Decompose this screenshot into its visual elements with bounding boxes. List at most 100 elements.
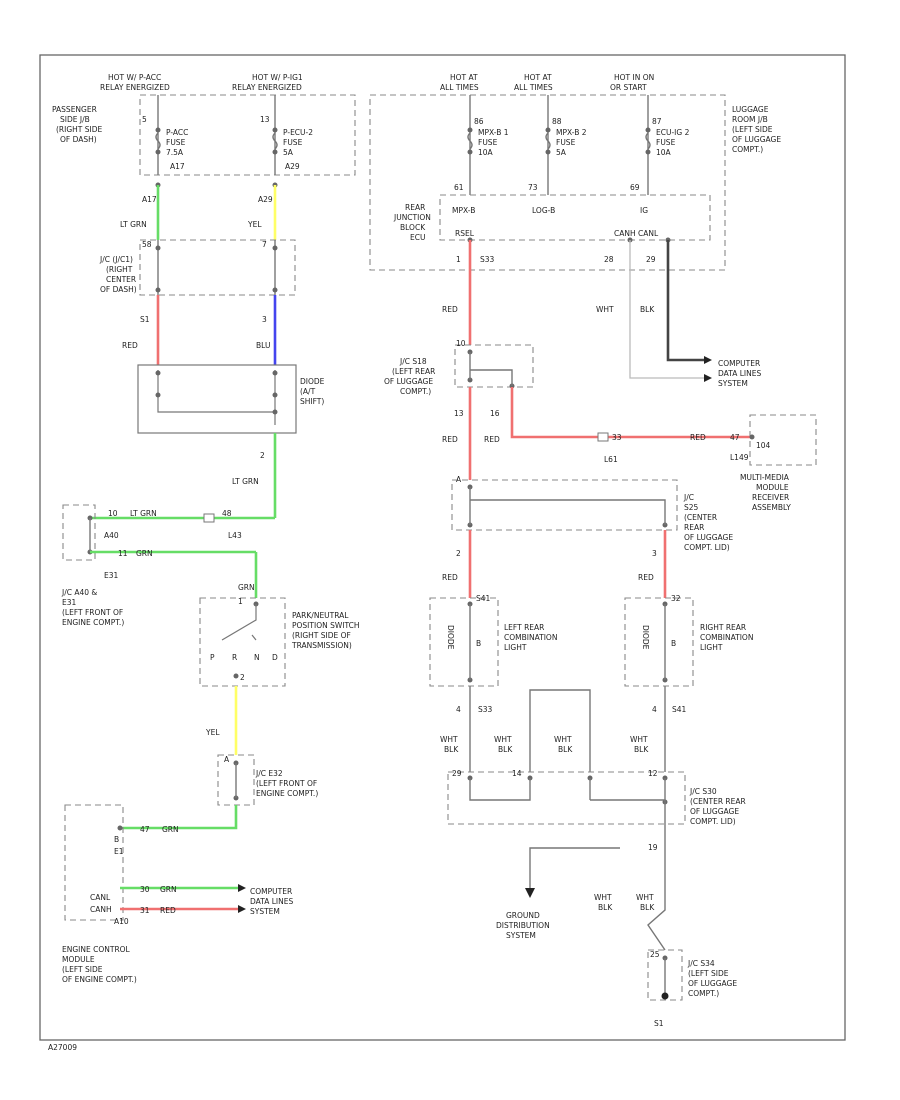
svg-text:OF DASH): OF DASH) xyxy=(60,135,97,144)
ecm-canl: CANL xyxy=(90,893,111,902)
s30-pin-14: 14 xyxy=(512,769,522,778)
svg-text:(LEFT SIDE: (LEFT SIDE xyxy=(62,965,103,974)
svg-text:MULTI-MEDIA: MULTI-MEDIA xyxy=(740,473,790,482)
mpxb2-pin: 88 xyxy=(552,117,562,126)
svg-text:RELAY ENERGIZED: RELAY ENERGIZED xyxy=(232,83,302,92)
svg-text:HOT AT: HOT AT xyxy=(450,73,478,82)
left-gnd-pin-4: 4 xyxy=(456,705,461,714)
ecm-pin-47: 47 xyxy=(140,825,150,834)
power-label-p-ig1: HOT W/ P-IG1 RELAY ENERGIZED xyxy=(232,73,303,92)
svg-text:CENTER: CENTER xyxy=(106,275,136,284)
svg-text:P-ACC: P-ACC xyxy=(166,128,188,137)
svg-text:DIODE: DIODE xyxy=(300,377,325,386)
svg-text:J/C A40 &: J/C A40 & xyxy=(61,588,97,597)
svg-text:LIGHT: LIGHT xyxy=(700,643,723,652)
conn-l149: L149 xyxy=(730,453,749,462)
svg-text:10A: 10A xyxy=(478,148,494,157)
conn-label-right: 3 xyxy=(262,315,267,324)
passenger-jb-box xyxy=(139,94,356,176)
svg-text:J/C S34: J/C S34 xyxy=(687,959,715,968)
conn-a29: A29 xyxy=(258,195,273,204)
rjb-pin-73: 73 xyxy=(528,183,538,192)
rjb-pin-69: 69 xyxy=(630,183,640,192)
svg-text:ALL TIMES: ALL TIMES xyxy=(514,83,553,92)
wire-grn-ecm xyxy=(120,805,238,830)
computer-data-lines-top: COMPUTER DATA LINES SYSTEM xyxy=(718,359,761,388)
conn-a10: A10 xyxy=(114,917,129,926)
jc-e32-label: J/C E32 (LEFT FRONT OF ENGINE COMPT.) xyxy=(255,769,318,798)
svg-text:MPX-B 1: MPX-B 1 xyxy=(478,128,509,137)
label-blk-5: BLK xyxy=(634,745,649,754)
svg-text:MODULE: MODULE xyxy=(62,955,95,964)
svg-text:GROUND: GROUND xyxy=(506,911,540,920)
svg-text:OF LUGGAGE: OF LUGGAGE xyxy=(690,807,739,816)
rear-jb-box xyxy=(439,194,711,241)
label-blk-3: BLK xyxy=(498,745,513,754)
rear-jb-label: REAR JUNCTION BLOCK ECU xyxy=(393,203,431,242)
label-wht-5: WHT xyxy=(594,893,612,902)
right-gnd-pin-4: 4 xyxy=(652,705,657,714)
svg-text:MODULE: MODULE xyxy=(756,483,789,492)
label-blk-6: BLK xyxy=(598,903,613,912)
svg-text:POSITION SWITCH: POSITION SWITCH xyxy=(292,621,360,630)
s25-pin-a: A xyxy=(456,475,462,484)
rjb-out-pin-28: 28 xyxy=(604,255,614,264)
jc-s18-label: J/C S18 (LEFT REAR OF LUGGAGE COMPT.) xyxy=(384,357,435,396)
svg-text:BLOCK: BLOCK xyxy=(400,223,426,232)
svg-text:SYSTEM: SYSTEM xyxy=(250,907,280,916)
svg-text:(LEFT FRONT OF: (LEFT FRONT OF xyxy=(62,608,123,617)
pn-pin-2: 2 xyxy=(240,673,245,682)
label-wht-1: WHT xyxy=(440,735,458,744)
svg-text:OF ENGINE COMPT.): OF ENGINE COMPT.) xyxy=(62,975,137,984)
wire-blk-can xyxy=(666,240,706,362)
label-blu: BLU xyxy=(256,341,270,350)
svg-text:SYSTEM: SYSTEM xyxy=(506,931,536,940)
label-grn-2: GRN xyxy=(238,583,255,592)
svg-text:(RIGHT: (RIGHT xyxy=(106,265,133,274)
jc-s25-box xyxy=(451,479,678,531)
svg-text:HOT AT: HOT AT xyxy=(524,73,552,82)
s25-out-2: 2 xyxy=(456,549,461,558)
right-rear-light-box xyxy=(624,597,694,687)
svg-text:COMPT. LID): COMPT. LID) xyxy=(690,817,736,826)
svg-text:COMPT. LID): COMPT. LID) xyxy=(684,543,730,552)
label-lt-grn-3: LT GRN xyxy=(130,509,157,518)
s30-pin-29: 29 xyxy=(452,769,462,778)
svg-text:J/C (J/C1): J/C (J/C1) xyxy=(99,255,133,264)
luggage-jb-box xyxy=(369,94,726,271)
label-grn-1: GRN xyxy=(136,549,153,558)
svg-text:REAR: REAR xyxy=(684,523,704,532)
svg-text:J/C S30: J/C S30 xyxy=(689,787,717,796)
left-rear-light-box xyxy=(429,597,499,687)
svg-text:SIDE J/B: SIDE J/B xyxy=(60,115,90,124)
label-lt-grn-2: LT GRN xyxy=(232,477,259,486)
passenger-jb-label: PASSENGER SIDE J/B (RIGHT SIDE OF DASH) xyxy=(52,105,103,144)
multimedia-pin: 104 xyxy=(756,441,771,450)
diode-box xyxy=(137,364,297,434)
left-light-pin-b: B xyxy=(476,639,481,648)
power-label-on-start: HOT IN ON OR START xyxy=(610,73,654,92)
fuse-p-ecu-2: P-ECU-2 FUSE 5A xyxy=(283,128,313,157)
rjb-out-pin-29: 29 xyxy=(646,255,656,264)
conn-s41-gnd: S41 xyxy=(672,705,687,714)
svg-text:COMPUTER: COMPUTER xyxy=(718,359,760,368)
svg-text:FUSE: FUSE xyxy=(283,138,303,147)
jc-s25-label: J/C S25 (CENTER REAR OF LUGGAGE COMPT. L… xyxy=(683,493,733,552)
a40-pin-10: 10 xyxy=(108,509,118,518)
label-blk-2: BLK xyxy=(444,745,459,754)
svg-text:ALL TIMES: ALL TIMES xyxy=(440,83,479,92)
svg-text:COMPT.): COMPT.) xyxy=(688,989,719,998)
svg-text:E31: E31 xyxy=(62,598,77,607)
label-wht-6: WHT xyxy=(636,893,654,902)
s18-pin-10: 10 xyxy=(456,339,466,348)
label-red-5: RED xyxy=(690,433,706,442)
jc-jc1-box xyxy=(139,239,296,296)
label-red-4: RED xyxy=(484,435,500,444)
l149-pin-47: 47 xyxy=(730,433,740,442)
svg-text:RELAY ENERGIZED: RELAY ENERGIZED xyxy=(100,83,170,92)
label-red-6: RED xyxy=(442,573,458,582)
pn-pos-r: R xyxy=(232,653,237,662)
svg-text:RIGHT REAR: RIGHT REAR xyxy=(700,623,746,632)
svg-text:OF LUGGAGE: OF LUGGAGE xyxy=(384,377,433,386)
